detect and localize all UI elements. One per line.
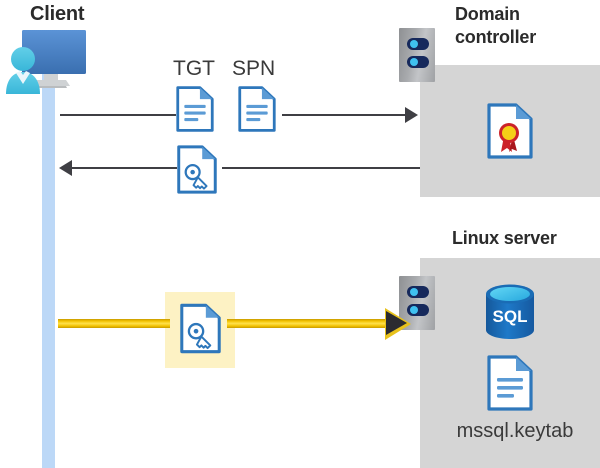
kerberos-ticket-icon <box>180 303 221 354</box>
client-lifeline <box>42 70 55 468</box>
flow-present-line-right <box>227 319 390 328</box>
service-ticket-icon <box>177 145 217 194</box>
flow-return-line-left <box>71 167 177 169</box>
tgt-document-icon <box>176 86 214 132</box>
domain-controller-rack-icon <box>399 28 435 82</box>
flow-request-line-left <box>60 114 176 116</box>
spn-document-icon <box>238 86 276 132</box>
sql-database-icon: SQL <box>484 283 536 341</box>
client-icon <box>4 28 90 94</box>
spn-label: SPN <box>232 57 276 80</box>
tgt-label: TGT <box>173 57 215 80</box>
domain-controller-title-line1: Domain <box>455 4 520 24</box>
certificate-icon <box>487 103 533 159</box>
sql-label: SQL <box>493 307 528 326</box>
flow-request-line-right <box>282 114 407 116</box>
linux-server-title: Linux server <box>452 228 557 248</box>
flow-return-arrowhead <box>59 160 72 176</box>
flow-present-arrowhead <box>386 311 407 335</box>
page-title-client: Client <box>30 3 85 25</box>
keytab-filename-label: mssql.keytab <box>456 420 574 442</box>
keytab-file-icon <box>487 355 533 411</box>
flow-request-arrowhead <box>405 107 418 123</box>
flow-return-line-right <box>222 167 420 169</box>
flow-present-line-left <box>58 319 170 328</box>
domain-controller-title-line2: controller <box>455 27 537 47</box>
